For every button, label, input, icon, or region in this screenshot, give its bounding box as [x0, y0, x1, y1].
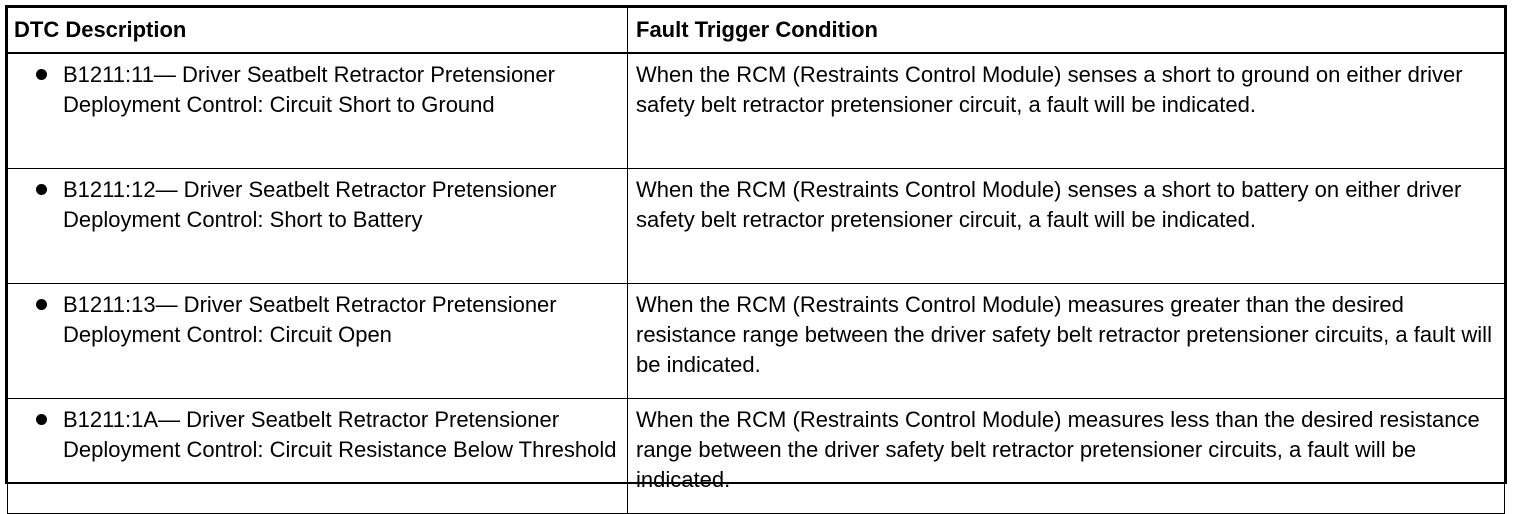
dtc-description-cell: B1211:11— Driver Seatbelt Retractor Pret… — [7, 52, 628, 169]
bullet-icon — [36, 414, 47, 425]
table-row: B1211:13— Driver Seatbelt Retractor Pret… — [7, 283, 1505, 399]
table-row: B1211:11— Driver Seatbelt Retractor Pret… — [7, 52, 1505, 169]
bullet-icon — [36, 184, 47, 195]
header-dtc-description: DTC Description — [7, 7, 628, 54]
fault-condition-cell: When the RCM (Restraints Control Module)… — [627, 52, 1505, 169]
table-row: B1211:12— Driver Seatbelt Retractor Pret… — [7, 168, 1505, 284]
bullet-item: B1211:11— Driver Seatbelt Retractor Pret… — [18, 60, 619, 120]
fault-condition-cell: When the RCM (Restraints Control Module)… — [627, 168, 1505, 284]
table-header-row: DTC Description Fault Trigger Condition — [7, 7, 1505, 54]
bullet-item: B1211:1A— Driver Seatbelt Retractor Pret… — [18, 405, 619, 465]
dtc-description-text: B1211:12— Driver Seatbelt Retractor Pret… — [63, 177, 557, 232]
fault-condition-cell: When the RCM (Restraints Control Module)… — [627, 398, 1505, 514]
dtc-description-text: B1211:11— Driver Seatbelt Retractor Pret… — [63, 62, 555, 117]
fault-condition-cell: When the RCM (Restraints Control Module)… — [627, 283, 1505, 399]
dtc-table: DTC Description Fault Trigger Condition … — [7, 7, 1505, 514]
dtc-description-cell: B1211:13— Driver Seatbelt Retractor Pret… — [7, 283, 628, 399]
table-row: B1211:1A— Driver Seatbelt Retractor Pret… — [7, 398, 1505, 514]
bullet-icon — [36, 299, 47, 310]
dtc-description-text: B1211:1A— Driver Seatbelt Retractor Pret… — [63, 407, 617, 462]
bullet-icon — [36, 69, 47, 80]
dtc-description-cell: B1211:1A— Driver Seatbelt Retractor Pret… — [7, 398, 628, 514]
dtc-description-text: B1211:13— Driver Seatbelt Retractor Pret… — [63, 292, 557, 347]
bullet-item: B1211:13— Driver Seatbelt Retractor Pret… — [18, 290, 619, 350]
bullet-item: B1211:12— Driver Seatbelt Retractor Pret… — [18, 175, 619, 235]
dtc-description-cell: B1211:12— Driver Seatbelt Retractor Pret… — [7, 168, 628, 284]
header-fault-trigger-condition: Fault Trigger Condition — [627, 7, 1505, 54]
dtc-table-container: DTC Description Fault Trigger Condition … — [5, 5, 1507, 514]
